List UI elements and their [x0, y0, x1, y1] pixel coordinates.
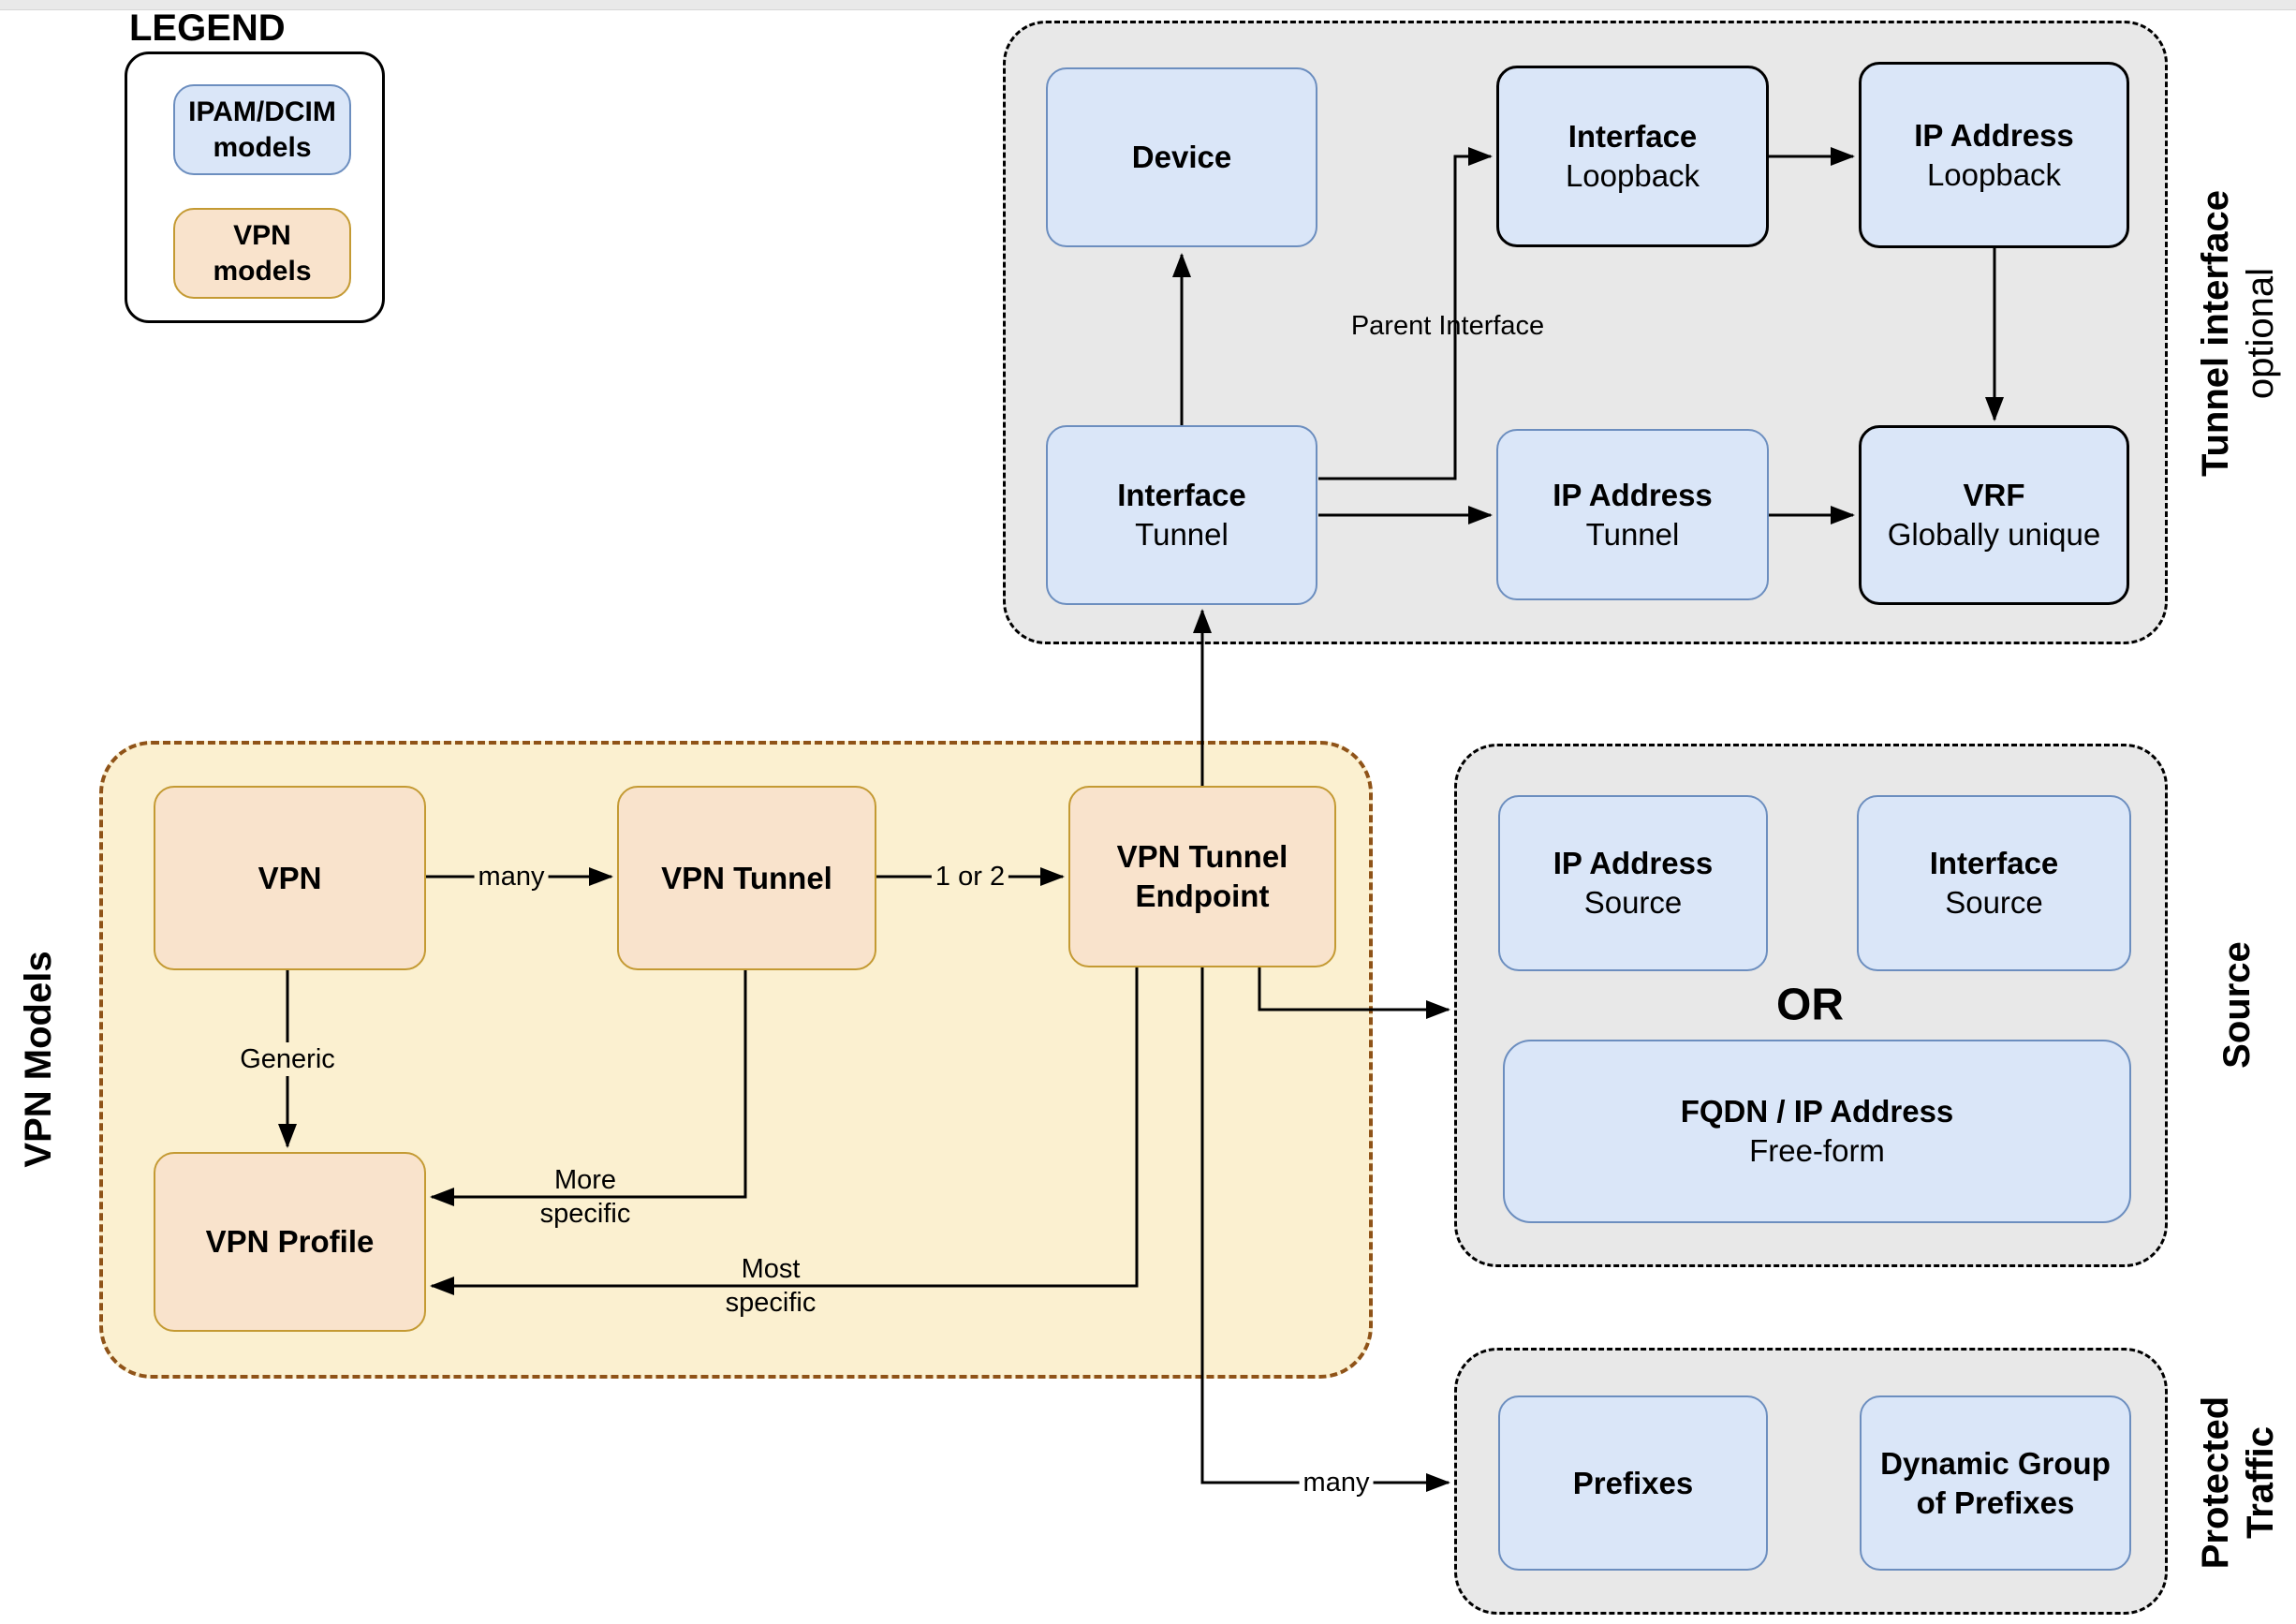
- edge-label-most-specific: Most specific: [725, 1254, 817, 1318]
- group-label-protected-traffic-text: Protected Traffic: [2195, 1395, 2281, 1570]
- node-vpn-tunnel-title: VPN Tunnel: [661, 860, 832, 895]
- edge-interface-tunnel-to-interface-loopback: [1318, 147, 1493, 480]
- edge-label-many-vpn: many: [474, 860, 549, 893]
- legend-item-ipam-dcim-models: IPAM/DCIM models: [173, 84, 351, 175]
- legend-item-ipam-label: IPAM/DCIM models: [188, 96, 336, 163]
- group-label-protected-traffic: Protected Traffic: [2193, 1333, 2283, 1624]
- window-top-strip: [0, 0, 2296, 10]
- edge-endpoint-to-source: [1258, 967, 1450, 1019]
- node-interface-loopback-title: Interface: [1567, 119, 1698, 154]
- node-interface-source-subtitle: Source: [1945, 885, 2043, 920]
- node-interface-tunnel: Interface Tunnel: [1046, 425, 1317, 605]
- node-ip-address-tunnel-subtitle: Tunnel: [1585, 516, 1680, 552]
- legend-item-vpn-label: VPN models: [213, 219, 312, 287]
- group-label-source-text: Source: [2216, 941, 2258, 1069]
- node-fqdn-ip-address: FQDN / IP Address Free-form: [1503, 1040, 2131, 1223]
- edge-label-parent-interface: Parent Interface: [1350, 311, 1545, 341]
- node-device-title: Device: [1131, 140, 1232, 174]
- node-vpn-title: VPN: [258, 860, 322, 895]
- node-interface-loopback-subtitle: Loopback: [1565, 158, 1700, 193]
- node-ip-address-tunnel-title: IP Address: [1553, 477, 1713, 512]
- edge-endpoint-to-vpn-profile: [430, 967, 1139, 1295]
- group-label-tunnel-interface-bold: Tunnel interface: [2195, 190, 2236, 477]
- node-prefixes-title: Prefixes: [1572, 1465, 1694, 1500]
- node-dynamic-group-of-prefixes-title: Dynamic Group of Prefixes: [1880, 1445, 2111, 1520]
- group-label-vpn-models-text: VPN Models: [18, 951, 59, 1168]
- edge-label-generic: Generic: [236, 1042, 339, 1076]
- node-device: Device: [1046, 67, 1317, 247]
- node-vrf: VRF Globally unique: [1859, 425, 2129, 605]
- node-vrf-title: VRF: [1963, 478, 2025, 512]
- edge-label-more-specific: More specific: [539, 1165, 631, 1229]
- legend-title: LEGEND: [129, 7, 286, 49]
- group-label-tunnel-interface-optional: optional: [2240, 267, 2281, 400]
- node-vpn-tunnel: VPN Tunnel: [617, 786, 876, 970]
- node-ip-address-source: IP Address Source: [1498, 795, 1768, 971]
- node-interface-tunnel-title: Interface: [1117, 478, 1246, 512]
- node-vpn-profile-title: VPN Profile: [205, 1224, 375, 1259]
- group-label-source: Source: [2215, 864, 2258, 1145]
- node-prefixes: Prefixes: [1498, 1395, 1768, 1571]
- node-interface-source: Interface Source: [1857, 795, 2131, 971]
- node-ip-address-source-subtitle: Source: [1583, 885, 1683, 920]
- node-vrf-subtitle: Globally unique: [1887, 517, 2101, 552]
- node-interface-source-title: Interface: [1929, 846, 2059, 880]
- node-dynamic-group-of-prefixes: Dynamic Group of Prefixes: [1860, 1395, 2131, 1571]
- node-interface-tunnel-subtitle: Tunnel: [1135, 517, 1229, 552]
- node-vpn-profile: VPN Profile: [154, 1152, 426, 1332]
- node-fqdn-ip-address-title: FQDN / IP Address: [1680, 1094, 1954, 1129]
- node-ip-address-tunnel: IP Address Tunnel: [1496, 429, 1769, 600]
- node-ip-address-source-title: IP Address: [1553, 846, 1714, 880]
- node-ip-address-loopback-subtitle: Loopback: [1926, 156, 2062, 192]
- node-ip-address-loopback: IP Address Loopback: [1859, 62, 2129, 248]
- node-ip-address-loopback-title: IP Address: [1914, 117, 2074, 153]
- legend-item-vpn-models: VPN models: [173, 208, 351, 299]
- node-fqdn-ip-address-subtitle: Free-form: [1749, 1133, 1885, 1168]
- node-vpn-tunnel-endpoint-title: VPN Tunnel Endpoint: [1116, 839, 1288, 913]
- node-interface-loopback: Interface Loopback: [1496, 66, 1769, 247]
- group-label-vpn-models: VPN Models: [16, 909, 59, 1209]
- source-or-label: OR: [1776, 980, 1844, 1030]
- node-vpn: VPN: [154, 786, 426, 970]
- edge-label-many-protected: many: [1299, 1466, 1374, 1499]
- edge-label-1-or-2: 1 or 2: [931, 860, 1009, 893]
- group-label-tunnel-interface: Tunnel interface optional: [2193, 137, 2287, 530]
- edge-endpoint-to-protected-traffic: [1200, 967, 1450, 1492]
- node-vpn-tunnel-endpoint: VPN Tunnel Endpoint: [1068, 786, 1336, 967]
- edge-vpn-tunnel-to-vpn-profile: [430, 970, 747, 1206]
